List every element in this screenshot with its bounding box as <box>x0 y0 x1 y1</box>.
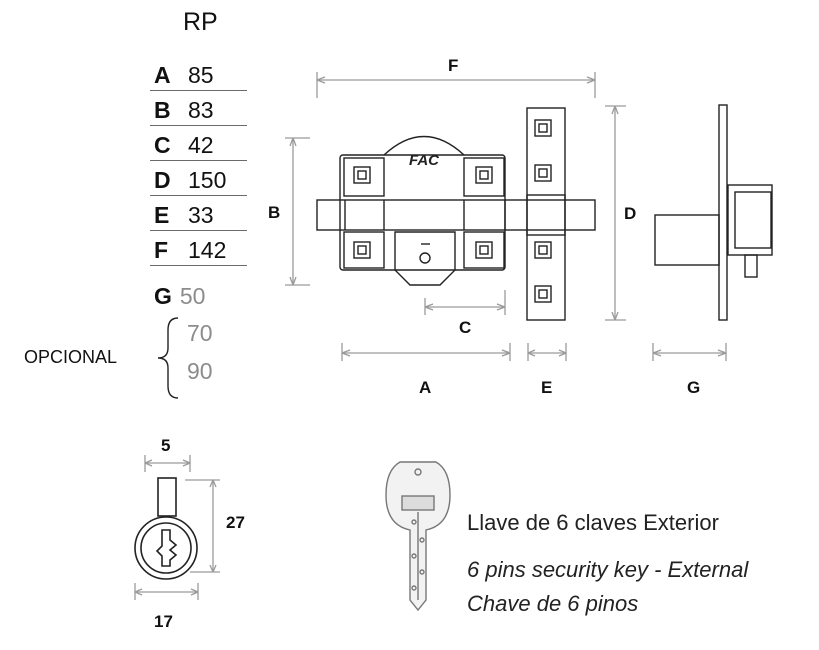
spec-value: 83 <box>188 97 214 123</box>
brand-logo: FAC <box>409 152 440 169</box>
screw-squares <box>353 166 493 259</box>
spec-row-f: F 142 <box>150 230 247 266</box>
cyl-dim-height: 27 <box>226 513 245 532</box>
spec-row-g: G 50 <box>154 283 205 310</box>
spec-key: A <box>154 62 171 88</box>
key-illustration <box>385 461 451 612</box>
spec-value: 42 <box>188 132 214 158</box>
dim-label-a: A <box>419 378 432 397</box>
spec-row-e: E 33 <box>150 195 247 231</box>
dimension-lines <box>134 72 727 600</box>
dim-label-d: D <box>624 204 637 223</box>
cylinder-profile <box>134 477 198 580</box>
spec-key: E <box>154 202 170 228</box>
model-title: RP <box>183 8 218 36</box>
dim-label-f: F <box>448 56 459 75</box>
spec-value: 33 <box>188 202 214 228</box>
optional-value: 70 <box>187 320 213 346</box>
spec-row-a: A 85 <box>150 55 247 91</box>
spec-key: D <box>154 167 171 193</box>
spec-value: 150 <box>188 167 227 193</box>
spec-value: 142 <box>188 237 227 263</box>
key-text-es: Llave de 6 claves Exterior <box>467 510 719 535</box>
spec-key: F <box>154 237 169 263</box>
optional-label: OPCIONAL <box>24 347 118 367</box>
dim-label-e: E <box>541 378 553 397</box>
dim-label-c: C <box>459 318 472 337</box>
optional-value: 90 <box>187 358 213 384</box>
key-text-pt: Chave de 6 pinos <box>467 591 639 616</box>
key-text-en: 6 pins security key - External <box>467 557 749 582</box>
lock-body-front <box>316 135 596 286</box>
spec-key: G <box>154 283 172 309</box>
keeper-plate <box>526 107 566 321</box>
spec-key: C <box>154 132 171 158</box>
cyl-dim-bottom: 17 <box>154 612 173 631</box>
optional-brace <box>157 317 179 399</box>
spec-row-c: C 42 <box>150 125 247 161</box>
spec-row-b: B 83 <box>150 90 247 126</box>
cyl-dim-top: 5 <box>161 436 171 455</box>
spec-value: 50 <box>179 283 206 309</box>
spec-key: B <box>154 97 171 123</box>
dim-label-g: G <box>687 378 701 397</box>
spec-row-d: D 150 <box>150 160 247 196</box>
spec-value: 85 <box>188 62 214 88</box>
lock-side-view <box>654 104 773 321</box>
dim-label-b: B <box>268 203 281 222</box>
